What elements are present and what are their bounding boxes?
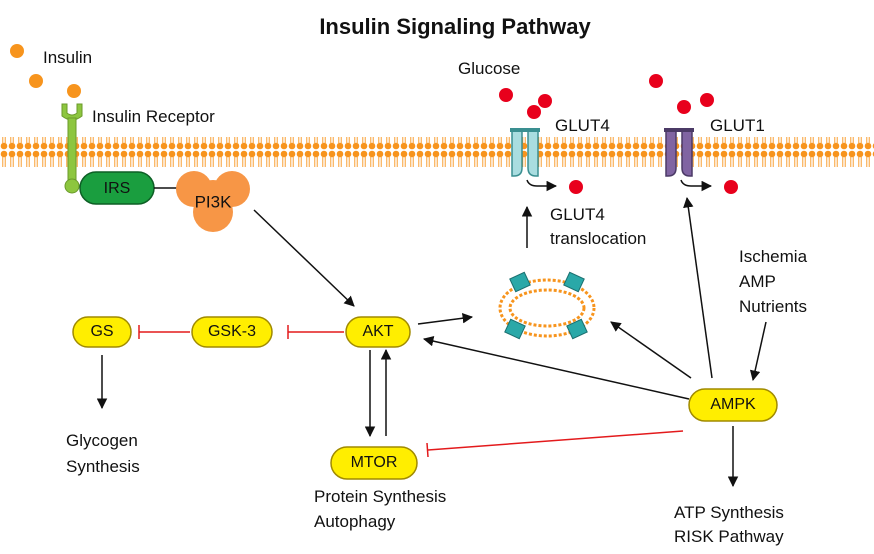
inhibit-bar [426,442,429,458]
atp-synthesis-label: ATP Synthesis [674,503,784,522]
diagram-title: Insulin Signaling Pathway [319,14,591,39]
ampk-to-glut1-arrow [683,196,713,379]
gs-node: GS [72,316,132,348]
akt-to-vesicle-arrow [417,313,474,325]
akt-label: AKT [362,323,393,340]
glucose-molecules [499,74,714,119]
akt-node: AKT [345,316,411,348]
ampk-node: AMPK [688,388,778,422]
glycogen-synthesis-label-1: Glycogen [66,431,138,450]
gs-label: GS [90,323,113,340]
mtor-label: MTOR [351,454,398,471]
glucose-dot [499,88,513,102]
pi3k-node: PI3K [176,171,250,232]
glucose-dot [677,100,691,114]
insulin-molecules [10,44,81,98]
insulin-label: Insulin [43,48,92,67]
glucose-label: Glucose [458,59,520,78]
stimuli-ischemia: Ischemia [739,247,808,266]
glut4-transporter-icon [510,128,540,177]
glut1-label: GLUT1 [710,116,765,135]
risk-pathway-label: RISK Pathway [674,527,784,546]
insulin-receptor-icon [61,103,83,194]
glucose-dot [700,93,714,107]
irs-label: IRS [104,180,131,197]
ampk-inhibits-mtor-edge [427,430,684,451]
protein-synthesis-label: Protein Synthesis [314,487,446,506]
pi3k-label: PI3K [195,192,233,211]
insulin-receptor-label: Insulin Receptor [92,107,215,126]
autophagy-label: Autophagy [314,512,396,531]
glucose-dot [724,180,738,194]
glut4-vesicle-icon [498,271,596,340]
glucose-dot [527,105,541,119]
irs-node: IRS [79,171,155,205]
insulin-dot [10,44,24,58]
glut4-translocation-label-2: translocation [550,229,646,248]
glut1-transporter-icon [664,128,694,177]
glut4-translocation-label-1: GLUT4 [550,205,605,224]
stimuli-to-ampk-arrow [749,321,767,382]
stimuli-nutrients: Nutrients [739,297,807,316]
gsk3-label: GSK-3 [208,323,256,340]
stimuli-amp: AMP [739,272,776,291]
ampk-to-vesicle-arrow [610,321,692,379]
cell-membrane [0,137,874,167]
glucose-dot [538,94,552,108]
ampk-label: AMPK [710,396,756,413]
mtor-node: MTOR [330,446,418,480]
glucose-dot [569,180,583,194]
pi3k-to-akt-arrow [253,209,355,307]
insulin-dot [29,74,43,88]
glut4-label: GLUT4 [555,116,610,135]
glut4-glucose-uptake-arrow [526,179,558,192]
insulin-dot [67,84,81,98]
glut1-glucose-uptake-arrow [680,179,713,192]
gsk3-node: GSK-3 [191,316,273,348]
ampk-to-akt-arrow [422,335,690,400]
glucose-dot [649,74,663,88]
glycogen-synthesis-label-2: Synthesis [66,457,140,476]
